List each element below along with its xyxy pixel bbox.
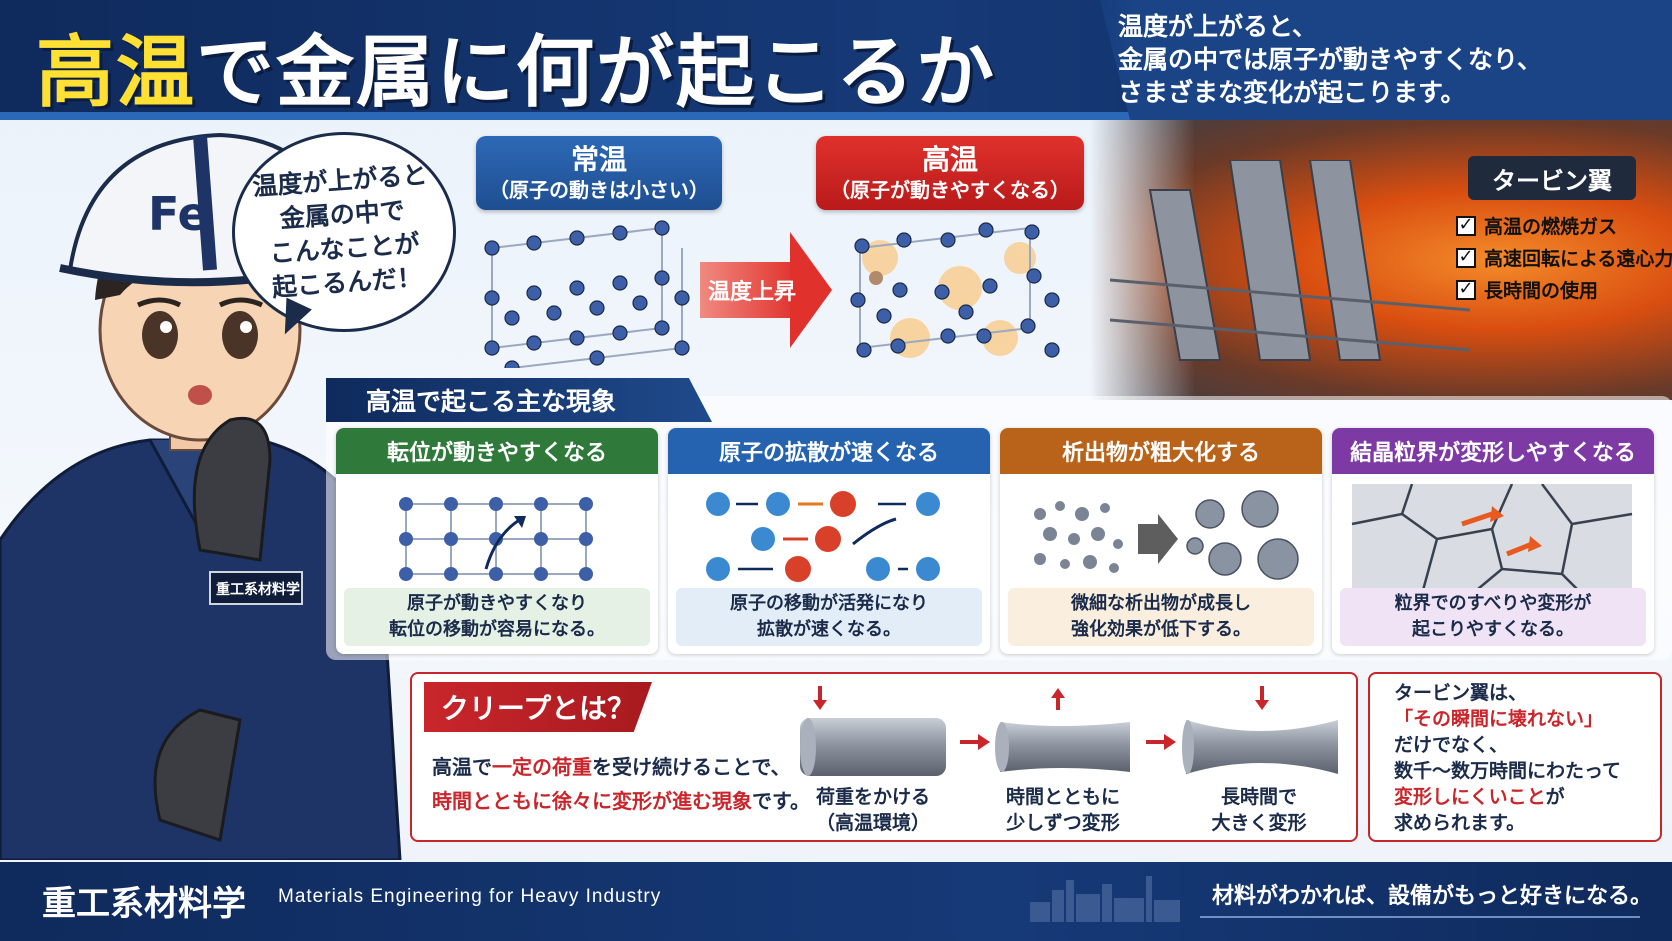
card-title: 原子の拡散が速くなる bbox=[668, 428, 990, 474]
condition-item: ✓ 高温の燃焼ガス bbox=[1456, 212, 1617, 239]
room-temp-lattice bbox=[484, 220, 690, 368]
factory-skyline-icon bbox=[1030, 876, 1180, 922]
header-stripe bbox=[0, 112, 1672, 120]
high-temp-label: 高温 （原子が動きやすくなる） bbox=[816, 136, 1084, 210]
card-description: 原子が動きやすくなり 転位の移動が容易になる。 bbox=[344, 588, 650, 646]
turbine-requirement-note: タービン翼は、 「その瞬間に壊れない」 だけでなく、 数千〜数万時間にわたって … bbox=[1368, 672, 1662, 842]
condition-label: 高速回転による遠心力 bbox=[1484, 248, 1672, 270]
high-temp-title: 高温 bbox=[921, 143, 978, 176]
footer-slogan: 材料がわかれば、設備がもっと好きになる。 bbox=[1212, 884, 1653, 909]
speech-text: 温度が上がると 金属の中で こんなことが 起こるんだ！ bbox=[252, 160, 429, 303]
note-emphasis: 「その瞬間に壊れない」 bbox=[1394, 708, 1604, 730]
creep-def-text: を受け続けることで、 bbox=[592, 755, 791, 779]
creep-stage-label: 荷重をかける （高温環境） bbox=[815, 786, 930, 834]
uniform-badge: 重工系材料学 bbox=[216, 581, 300, 598]
creep-stage-diagram bbox=[800, 686, 1338, 776]
card-description: 粒界でのすべりや変形が 起こりやすくなる。 bbox=[1340, 588, 1646, 646]
dislocation-icon bbox=[399, 497, 593, 581]
condition-item: ✓ 長時間の使用 bbox=[1456, 276, 1598, 303]
temperature-rise-arrowhead bbox=[790, 232, 832, 348]
card-description: 微細な析出物が成長し 強化効果が低下する。 bbox=[1008, 588, 1314, 646]
creep-stage-label: 時間とともに 少しずつ変形 bbox=[1005, 786, 1120, 834]
engineer-character: Fe 重工系材料学 bbox=[0, 132, 402, 860]
creep-def-emphasis: 一定の荷重 bbox=[492, 755, 592, 779]
card-title: 析出物が粗大化する bbox=[1000, 428, 1322, 474]
speech-bubble: 温度が上がると 金属の中で こんなことが 起こるんだ！ bbox=[232, 132, 456, 332]
high-temp-lattice bbox=[850, 222, 1060, 358]
creep-def-emphasis: 時間とともに徐々に変形が進む現象 bbox=[432, 789, 752, 813]
footer-english-name: Materials Engineering for Heavy Industry bbox=[278, 886, 662, 907]
grain-boundary-icon bbox=[1351, 484, 1633, 594]
page-title: 高温で金属に何が起こるか bbox=[36, 10, 996, 118]
card-description: 原子の移動が活発になり 拡散が速くなる。 bbox=[676, 588, 982, 646]
condition-label: 長時間の使用 bbox=[1484, 280, 1599, 302]
room-temp-subtitle: （原子の動きは小さい） bbox=[489, 178, 709, 202]
note-line: タービン翼は、 bbox=[1394, 682, 1528, 704]
footer-underline bbox=[1200, 916, 1640, 918]
intro-line: さまざまな変化が起こります。 bbox=[1118, 78, 1466, 107]
check-icon: ✓ bbox=[1456, 247, 1476, 268]
room-temp-title: 常温 bbox=[570, 143, 627, 176]
phenomenon-card-grain-boundary: 結晶粒界が変形しやすくなる 粒界でのすべりや変形が 起こりやすくなる。 bbox=[1332, 428, 1654, 654]
title-accent: 高温 bbox=[36, 28, 197, 118]
creep-def-line: 時間とともに徐々に変形が進む現象です。 bbox=[432, 784, 810, 818]
note-line: 変形しにくいことが bbox=[1394, 784, 1660, 810]
header-intro-panel bbox=[1100, 0, 1672, 120]
turbine-blade-tag: タービン翼 bbox=[1468, 156, 1636, 200]
note-emphasis: 変形しにくいこと bbox=[1394, 786, 1546, 808]
helmet-label: Fe bbox=[148, 187, 209, 241]
card-title: 転位が動きやすくなる bbox=[336, 428, 658, 474]
footer-brand: 重工系材料学 bbox=[42, 884, 246, 924]
creep-definition: 高温で一定の荷重を受け続けることで、 時間とともに徐々に変形が進む現象です。 bbox=[432, 750, 810, 818]
footer-bar bbox=[0, 862, 1672, 941]
title-rest: で金属に何が起こるか bbox=[196, 28, 997, 118]
creep-def-text: です。 bbox=[752, 789, 810, 813]
phenomenon-card-dislocation: 転位が動きやすくなる 原子が動きやすくなり 転位の移動が容易になる。 bbox=[336, 428, 658, 654]
creep-title: クリープとは？ bbox=[424, 682, 652, 732]
condition-label: 高温の燃焼ガス bbox=[1484, 216, 1618, 238]
note-text: が bbox=[1545, 786, 1565, 808]
condition-item: ✓ 高速回転による遠心力 bbox=[1456, 244, 1672, 271]
intro-line: 温度が上がると、 bbox=[1118, 12, 1318, 41]
temperature-rise-label: 温度上昇 bbox=[708, 280, 797, 305]
high-temp-subtitle: （原子が動きやすくなる） bbox=[830, 178, 1070, 202]
diffusion-icon bbox=[706, 491, 940, 582]
creep-def-text: 高温で bbox=[432, 755, 492, 779]
room-temp-label: 常温 （原子の動きは小さい） bbox=[476, 136, 722, 210]
creep-def-line: 高温で一定の荷重を受け続けることで、 bbox=[432, 750, 802, 784]
check-icon: ✓ bbox=[1456, 279, 1476, 300]
note-line: 数千〜数万時間にわたって bbox=[1394, 760, 1622, 782]
temperature-rise-arrow bbox=[700, 262, 798, 318]
card-title: 結晶粒界が変形しやすくなる bbox=[1332, 428, 1654, 474]
intro-line: 金属の中では原子が動きやすくなり、 bbox=[1118, 45, 1543, 74]
check-icon: ✓ bbox=[1456, 215, 1476, 236]
phenomena-heading: 高温で起こる主な現象 bbox=[326, 378, 712, 422]
precipitate-coarsening-icon bbox=[1034, 490, 1299, 580]
intro-text: 温度が上がると、 金属の中では原子が動きやすくなり、 さまざまな変化が起こります… bbox=[1118, 10, 1658, 109]
turbine-blades bbox=[1110, 160, 1470, 361]
phenomenon-card-precipitate: 析出物が粗大化する 微細な析出物が成長し 強化効果が低下する。 bbox=[1000, 428, 1322, 654]
phenomenon-card-diffusion: 原子の拡散が速くなる 原子の移動が活発になり 拡散が速くなる。 bbox=[668, 428, 990, 654]
creep-stage-label: 長時間で 大きく変形 bbox=[1211, 786, 1307, 834]
note-line: 求められます。 bbox=[1394, 812, 1526, 834]
note-line: だけでなく、 bbox=[1394, 734, 1509, 756]
